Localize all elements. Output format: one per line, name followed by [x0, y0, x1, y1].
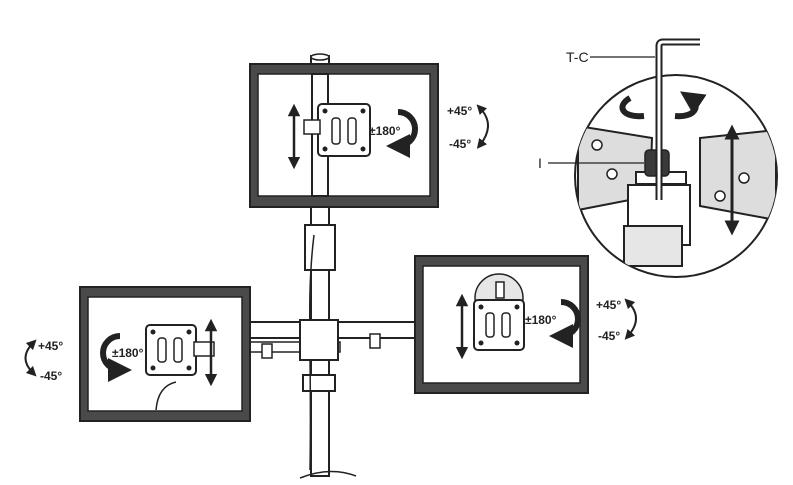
rotate-arrow-icon [386, 109, 418, 158]
left-tilt-down-label: -45° [40, 369, 62, 383]
rotate-arrow-icon [549, 299, 581, 348]
rotate-arrow-icon [100, 333, 132, 382]
left-monitor: ±180° +45° -45° [24, 286, 251, 422]
zoom-detail [574, 74, 778, 278]
tilt-arc-arrow-icon [624, 298, 637, 340]
left-rotation-label: ±180° [112, 346, 144, 360]
top-monitor: ±180° +45° -45° [249, 63, 489, 208]
right-tilt-up-label: +45° [596, 298, 621, 312]
rotate-arrow-icon [619, 98, 695, 120]
desk-base [299, 470, 357, 479]
left-tilt-up-label: +45° [38, 339, 63, 353]
pole-clamp-upper [304, 224, 336, 271]
right-monitor: ±180° +45° -45° [414, 255, 637, 394]
top-tilt-down-label: -45° [449, 137, 471, 151]
tilt-arc-arrow-icon [476, 104, 489, 149]
right-tilt-down-label: -45° [598, 329, 620, 343]
hex-key-icon [655, 38, 700, 200]
vesa-bracket-icon [303, 103, 371, 157]
top-tilt-up-label: +45° [447, 104, 472, 118]
right-rotation-label: ±180° [525, 313, 557, 327]
part-callout-label: I [538, 155, 542, 171]
top-rotation-label: ±180° [369, 124, 401, 138]
vesa-bracket-icon [473, 281, 525, 351]
cable-clip [302, 374, 336, 392]
tilt-arc-arrow-icon [24, 339, 37, 377]
tool-callout-label: T-C [566, 49, 589, 65]
